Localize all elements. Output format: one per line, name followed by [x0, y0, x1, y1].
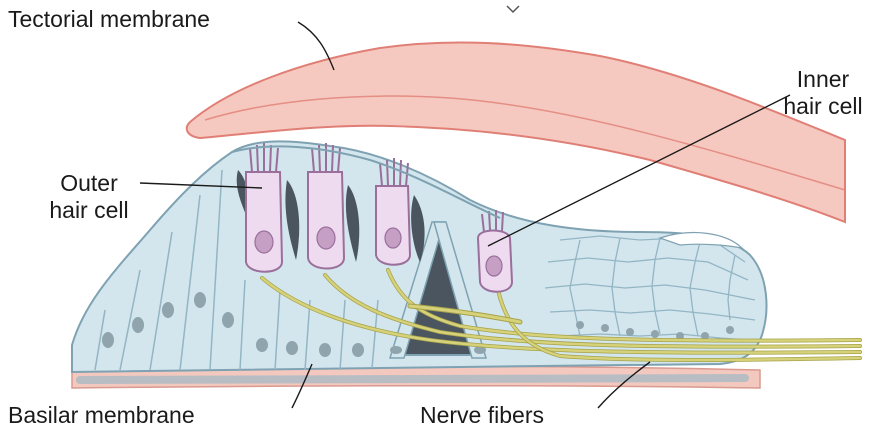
label-outer-hair-cell: Outer hair cell: [28, 170, 150, 224]
label-outer-hair-cell-line1: Outer: [28, 170, 150, 197]
label-outer-hair-cell-line2: hair cell: [28, 197, 150, 224]
label-nerve-fibers: Nerve fibers: [420, 402, 544, 429]
label-inner-hair-cell-line1: Inner: [760, 66, 886, 93]
label-inner-hair-cell-line2: hair cell: [760, 93, 886, 120]
top-mark: [507, 6, 519, 12]
label-basilar-membrane: Basilar membrane: [8, 402, 195, 429]
outer-hair-cell-1: [246, 143, 282, 272]
outer-hair-cell-2: [308, 143, 344, 269]
label-inner-hair-cell: Inner hair cell: [760, 66, 886, 120]
label-tectorial-membrane: Tectorial membrane: [8, 6, 210, 33]
basilar-cell-row: [80, 378, 745, 380]
